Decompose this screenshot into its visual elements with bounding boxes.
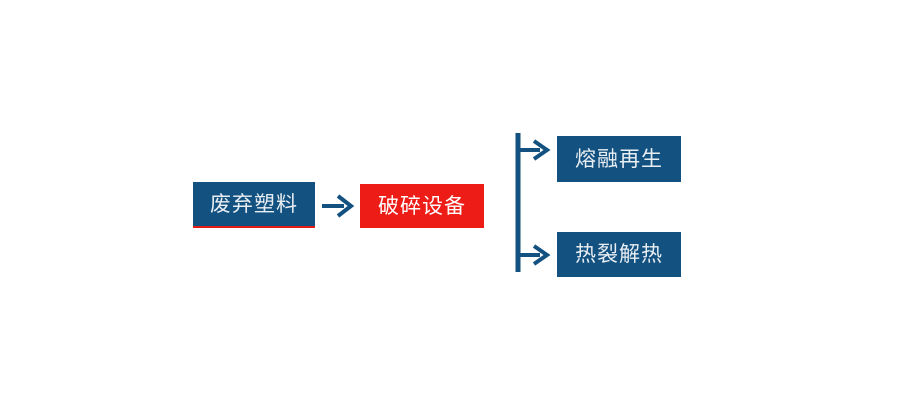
node-output-melt-regeneration-label: 熔融再生 [575,146,663,171]
node-source[interactable]: 废弃塑料 [193,182,315,228]
node-source-label: 废弃塑料 [210,191,298,216]
node-output-pyrolysis[interactable]: 热裂解热 [557,232,681,277]
arrow-right-icon [320,188,358,224]
node-process-label: 破碎设备 [378,193,466,218]
branch-split-icon [510,128,558,278]
node-output-melt-regeneration[interactable]: 熔融再生 [557,136,681,182]
node-process[interactable]: 破碎设备 [360,184,484,228]
node-output-pyrolysis-label: 热裂解热 [575,242,663,266]
